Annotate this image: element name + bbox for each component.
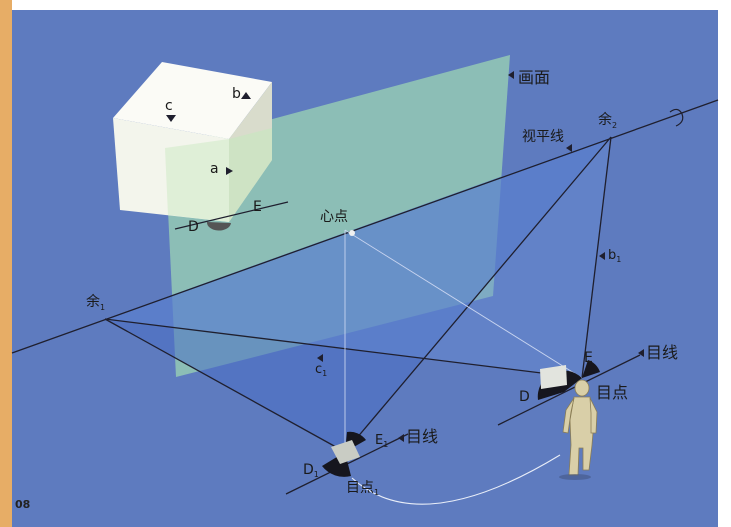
label-e-right: E: [584, 350, 593, 366]
angle-marker-cube: [206, 222, 231, 231]
left-page-strip: [0, 0, 12, 527]
page-number: 08: [15, 498, 30, 511]
eye-angle-markers: [206, 222, 600, 477]
label-d1: D1: [303, 462, 319, 479]
label-center-point: 心点: [320, 209, 348, 225]
marker-a: [226, 167, 233, 175]
figure-right-arm: [589, 397, 598, 434]
eye-square-right: [540, 365, 567, 389]
eye-line-right: [497, 354, 641, 426]
figure-head: [574, 379, 590, 397]
center-to-eye-line: [344, 229, 583, 379]
marker-eye-line-right: [638, 349, 644, 357]
center-point-dot: [349, 230, 355, 236]
label-cube-c: c: [165, 98, 173, 114]
label-eye-line-right: 目线: [646, 343, 678, 362]
label-cube-e: E: [253, 199, 262, 215]
marker-b: [241, 92, 251, 99]
angle-marker-right-e: [582, 360, 600, 378]
marker-horizon: [566, 144, 572, 152]
pointer-markers: [166, 71, 644, 442]
marker-picture-plane: [508, 71, 514, 79]
figure-shadow: [559, 474, 591, 480]
marker-c1: [317, 354, 323, 362]
label-eye-point-right: 目点: [596, 383, 628, 402]
label-eye-point-left: 目点1: [346, 480, 379, 497]
label-cube-d: D: [188, 219, 199, 235]
diagram-labels: 画面 视平线 心点 余1 余2 目线 目线 目点 目点1 a b c D E b…: [15, 68, 678, 511]
cube-top-face: [113, 62, 272, 139]
label-picture-plane: 画面: [518, 68, 550, 87]
label-eye-line-left: 目线: [406, 427, 438, 446]
eye-square-left: [331, 440, 360, 464]
line-v1-to-eye: [104, 318, 583, 379]
cube-ground-line: [174, 201, 289, 230]
curl-arrow-icon: [669, 108, 684, 127]
right-sub-triangle: [105, 137, 611, 378]
line-v1-to-eye1: [104, 318, 346, 453]
label-cube-b: b: [232, 86, 241, 102]
label-vanishing-right: 余2: [598, 111, 617, 130]
marker-c: [166, 115, 176, 122]
label-cube-a: a: [210, 161, 219, 177]
cube: [113, 62, 272, 222]
label-b1: b1: [608, 248, 621, 264]
right-page-edge: [718, 10, 731, 527]
label-c1: c1: [315, 362, 327, 378]
figure-left-arm: [562, 397, 575, 434]
label-d-right: D: [519, 389, 530, 405]
marker-b1: [599, 252, 605, 260]
cube-front-plane-overlap: [165, 139, 229, 222]
label-e1: E1: [375, 433, 388, 449]
horizon-line: [11, 99, 719, 354]
marker-eye-line-left: [398, 434, 404, 442]
standing-figure-icon: [559, 379, 598, 480]
path-to-viewer-curve: [351, 454, 561, 505]
line-v2-to-eye-b1: [581, 136, 612, 379]
label-horizon-line: 视平线: [522, 129, 564, 145]
cube-side-plane-overlap: [229, 128, 272, 222]
label-vanishing-left: 余1: [86, 293, 105, 312]
line-v2-to-eye1: [344, 136, 612, 453]
vanishing-triangle: [105, 137, 611, 452]
top-white-band: [0, 0, 731, 10]
construction-lines: [11, 99, 719, 505]
